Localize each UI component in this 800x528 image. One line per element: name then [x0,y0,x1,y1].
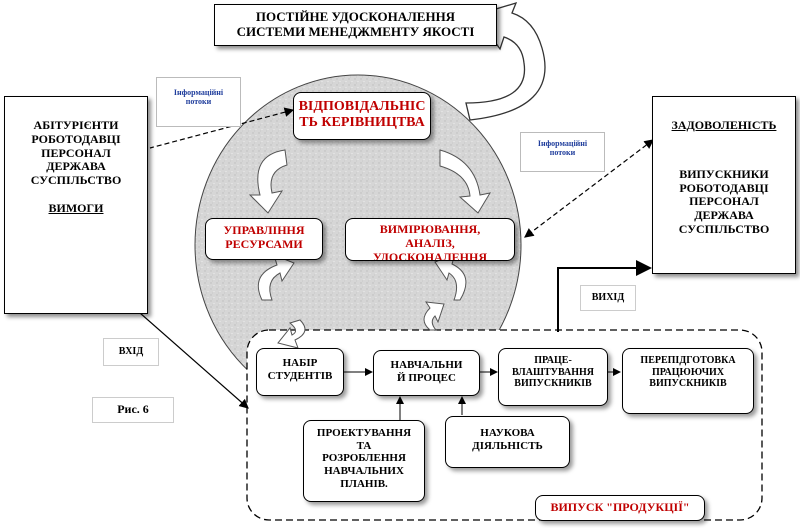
requirements-party: СУСПІЛЬСТВО [30,173,122,188]
resources-line1: УПРАВЛІННЯ [223,223,305,237]
requirements-party: РОБОТОДАВЦІ [31,131,121,146]
retraining-line3: ВИПУСКНИКІВ [649,378,727,389]
info-flow-right-arrow [524,139,654,238]
info-flow-left-line1: Інформаційні [173,88,224,97]
research-box: НАУКОВА ДІЯЛЬНІСТЬ [445,416,570,468]
satisfaction-party: ВИПУСКНИКИ [679,166,769,181]
satisfaction-box: ЗАДОВОЛЕНІСТЬ ВИПУСКНИКИ РОБОТОДАВЦІ ПЕР… [652,96,796,274]
info-flow-left-line2: потоки [185,97,212,107]
satisfaction-party: СУСПІЛЬСТВО [678,221,770,236]
employment-box: ПРАЦЕ- ВЛАШТУВАННЯ ВИПУСКНИКІВ [498,348,608,406]
satisfaction-party: ДЕРЖАВА [694,208,754,223]
info-flow-left-label: Інформаційні потоки [156,77,241,127]
info-flow-left-arrow [149,107,295,149]
management-responsibility-box: ВІДПОВІДАЛЬНІС ТЬ КЕРІВНИЦТВА [293,92,431,140]
recruitment-line2: СТУДЕНТІВ [267,369,333,382]
continuous-improvement-box: ПОСТІЙНЕ УДОСКОНАЛЕННЯ СИСТЕМИ МЕНЕДЖМЕН… [214,4,497,46]
employment-line3: ВИПУСКНИКІВ [514,378,592,389]
curved-arrow-icon [277,319,306,349]
resources-line2: РЕСУРСАМИ [225,236,303,251]
responsibility-line2: ТЬ КЕРІВНИЦТВА [299,115,425,131]
continuous-improvement-line2: СИСТЕМИ МЕНЕДЖМЕНТУ ЯКОСТІ [236,23,475,39]
recruitment-line1: НАБІР [282,357,318,369]
info-flow-right-line1: Інформаційні [537,139,588,148]
curved-arrow-icon [439,149,492,214]
education-line2: Й ПРОЦЕС [397,371,456,384]
measurement-line1: ВИМІРЮВАННЯ, [379,222,481,236]
resource-management-box: УПРАВЛІННЯ РЕСУРСАМИ [205,218,323,260]
curved-arrow-icon [434,253,467,301]
employment-line2: ВЛАШТУВАННЯ [512,366,594,378]
input-label: ВХІД [103,338,159,366]
retraining-line2: ПРАЦЮЮЧИХ [651,366,725,378]
satisfaction-heading: ЗАДОВОЛЕНІСТЬ [671,118,777,132]
employment-line1: ПРАЦЕ- [534,355,572,366]
info-flow-right-label: Інформаційні потоки [520,132,605,172]
measurement-line3: УДОСКОНАЛЕННЯ [372,249,487,261]
curved-arrow-icon [257,254,295,301]
design-line1: ПРОЕКТУВАННЯ [316,427,412,439]
figure-label: Рис. 6 [92,397,174,423]
product-release-box: ВИПУСК "ПРОДУКЦІЇ" [535,495,705,521]
measurement-analysis-box: ВИМІРЮВАННЯ, АНАЛІЗ, УДОСКОНАЛЕННЯ [345,218,515,261]
requirements-box: АБІТУРІЄНТИ РОБОТОДАВЦІ ПЕРСОНАЛ ДЕРЖАВА… [4,96,148,314]
curved-arrow-icon [423,301,445,331]
retraining-line1: ПЕРЕПІДГОТОВКА [640,355,736,366]
research-line1: НАУКОВА [480,427,535,439]
requirements-party: ПЕРСОНАЛ [41,145,111,160]
info-flow-right-line2: потоки [549,148,576,158]
requirements-party: ДЕРЖАВА [46,159,106,174]
output-label: ВИХІД [580,285,636,311]
requirements-party: АБІТУРІЄНТИ [33,118,119,132]
curriculum-design-box: ПРОЕКТУВАННЯ ТА РОЗРОБЛЕННЯ НАВЧАЛЬНИХ П… [303,420,425,502]
research-line2: ДІЯЛЬНІСТЬ [472,439,543,452]
design-line3: РОЗРОБЛЕННЯ [322,452,406,465]
responsibility-line1: ВІДПОВІДАЛЬНІС [298,99,426,114]
curved-arrow-icon [248,149,288,214]
education-process-box: НАВЧАЛЬНИ Й ПРОЦЕС [373,350,480,396]
retraining-box: ПЕРЕПІДГОТОВКА ПРАЦЮЮЧИХ ВИПУСКНИКІВ [622,348,754,414]
continuous-improvement-line1: ПОСТІЙНЕ УДОСКОНАЛЕННЯ [255,9,456,24]
measurement-line2: АНАЛІЗ, [405,235,455,250]
satisfaction-party: РОБОТОДАВЦІ [679,180,769,195]
recruitment-box: НАБІР СТУДЕНТІВ [256,348,344,396]
requirements-heading: ВИМОГИ [48,200,104,215]
design-line5: ПЛАНІВ. [340,477,388,490]
output-arrow [557,260,652,332]
design-line4: НАВЧАЛЬНИХ [324,464,404,477]
satisfaction-party: ПЕРСОНАЛ [689,194,759,209]
education-line1: НАВЧАЛЬНИ [390,359,463,371]
design-line2: ТА [356,439,372,452]
